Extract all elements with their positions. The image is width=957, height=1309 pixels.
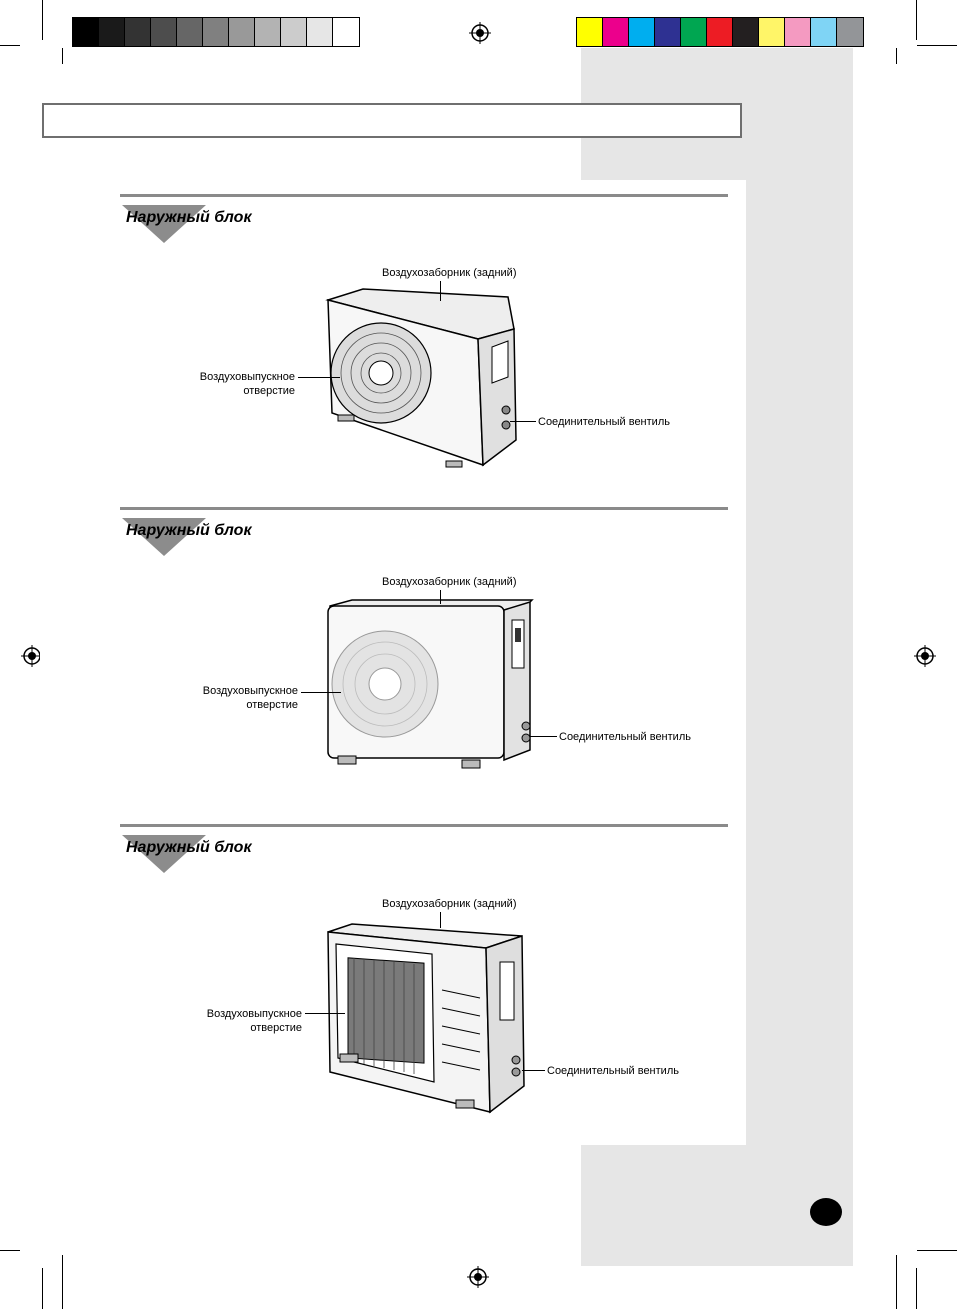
- color-swatch: [99, 18, 125, 46]
- air-intake-label: Воздухозаборник (задний): [382, 576, 517, 588]
- section-rule: [120, 507, 728, 510]
- section-title: Наружный блок: [126, 522, 252, 539]
- color-swatch: [333, 18, 359, 46]
- registration-mark-icon: [914, 645, 936, 667]
- color-swatch: [603, 18, 629, 46]
- color-swatch: [655, 18, 681, 46]
- air-outlet-label-line1: Воздуховыпускное: [199, 371, 295, 383]
- section-marker-icon: [122, 205, 206, 243]
- air-intake-label: Воздухозаборник (задний): [382, 267, 517, 279]
- registration-mark-icon: [469, 22, 491, 44]
- color-swatch: [733, 18, 759, 46]
- air-outlet-label-line2: отверстие: [246, 699, 298, 711]
- color-swatch: [681, 18, 707, 46]
- leader-line: [440, 912, 441, 928]
- registration-mark-icon: [467, 1266, 489, 1288]
- air-outlet-label: Воздуховыпускное отверстие: [200, 1007, 302, 1035]
- leader-line: [522, 1070, 545, 1071]
- leader-line: [301, 692, 341, 693]
- color-swatch: [707, 18, 733, 46]
- color-swatch: [837, 18, 863, 46]
- air-intake-label: Воздухозаборник (задний): [382, 898, 517, 910]
- color-swatch: [125, 18, 151, 46]
- air-outlet-label-line2: отверстие: [250, 1022, 302, 1034]
- color-swatch: [577, 18, 603, 46]
- color-swatch: [307, 18, 333, 46]
- valve-label: Соединительный вентиль: [547, 1065, 679, 1077]
- leader-line: [440, 281, 441, 301]
- grayscale-strip: [72, 17, 360, 47]
- leader-line: [510, 421, 536, 422]
- outdoor-unit-illustration: [327, 923, 525, 1114]
- color-swatch: [73, 18, 99, 46]
- leader-line: [298, 377, 340, 378]
- section-marker-icon: [122, 835, 206, 873]
- color-strip: [576, 17, 864, 47]
- color-swatch: [229, 18, 255, 46]
- leader-line: [440, 590, 441, 604]
- color-swatch: [177, 18, 203, 46]
- air-outlet-label: Воздуховыпускное отверстие: [196, 684, 298, 712]
- color-swatch: [785, 18, 811, 46]
- color-swatch: [629, 18, 655, 46]
- leader-line: [305, 1013, 345, 1014]
- valve-label: Соединительный вентиль: [538, 416, 670, 428]
- section-title: Наружный блок: [126, 839, 252, 856]
- page-number-badge: [810, 1198, 842, 1226]
- color-swatch: [203, 18, 229, 46]
- section-rule: [120, 824, 728, 827]
- header-box: [42, 103, 742, 138]
- color-swatch: [811, 18, 837, 46]
- color-swatch: [281, 18, 307, 46]
- air-outlet-label: Воздуховыпускное отверстие: [193, 370, 295, 398]
- section-rule: [120, 194, 728, 197]
- color-swatch: [255, 18, 281, 46]
- registration-mark-icon: [21, 645, 43, 667]
- air-outlet-label-line1: Воздуховыпускное: [202, 685, 298, 697]
- color-swatch: [151, 18, 177, 46]
- section-marker-icon: [122, 518, 206, 556]
- color-swatch: [759, 18, 785, 46]
- outdoor-unit-illustration: [327, 599, 534, 769]
- air-outlet-label-line1: Воздуховыпускное: [206, 1008, 302, 1020]
- outdoor-unit-illustration: [325, 288, 517, 468]
- leader-line: [530, 736, 557, 737]
- section-title: Наружный блок: [126, 209, 252, 226]
- valve-label: Соединительный вентиль: [559, 731, 691, 743]
- air-outlet-label-line2: отверстие: [243, 385, 295, 397]
